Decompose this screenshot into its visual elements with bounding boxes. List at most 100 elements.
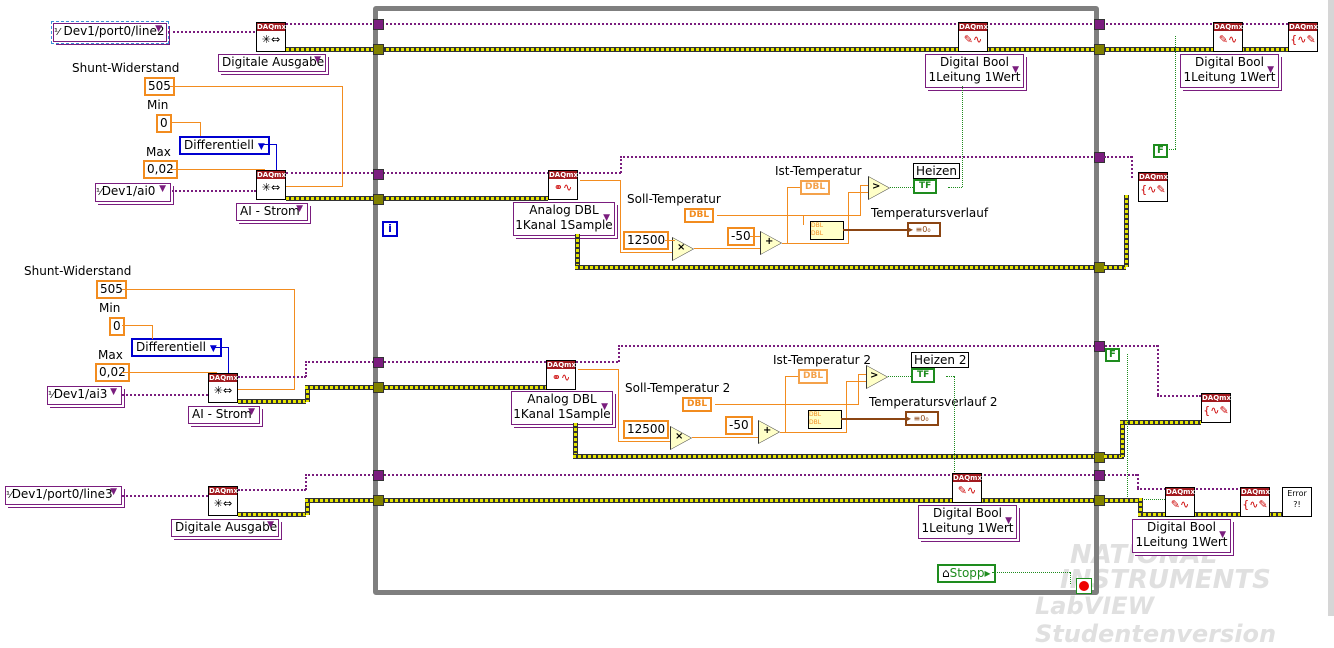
io-icon: ⅟ <box>96 187 102 198</box>
wire-dbl <box>618 369 619 441</box>
clear-task-icon: {∿✎ <box>1242 498 1268 511</box>
label-min-2: Min <box>99 301 121 315</box>
daqmx-write-1[interactable]: DAQmx✎∿ <box>958 22 988 52</box>
wire-dbl <box>717 215 860 216</box>
greater-than-node-2[interactable] <box>866 365 888 389</box>
chevron-down-icon[interactable]: ▼ <box>248 407 255 417</box>
chevron-down-icon[interactable]: ▼ <box>296 204 303 214</box>
poly-digitale-ausgabe-2[interactable]: Digitale Ausgabe▼ <box>171 519 279 537</box>
write-icon: ✎∿ <box>963 33 983 46</box>
chevron-down-icon[interactable]: ▼ <box>603 213 610 223</box>
daqmx-read-1[interactable]: DAQmx⚭∿ <box>548 170 578 200</box>
false-constant-2[interactable]: F <box>1105 348 1120 362</box>
chevron-down-icon[interactable]: ▼ <box>267 520 274 530</box>
wire-error <box>286 196 548 201</box>
channel-ai3-control[interactable]: ⅟Dev1/ai3▼ <box>47 386 122 405</box>
create-channel-icon: ✳⇔ <box>213 497 233 510</box>
min-constant-1[interactable]: 0 <box>156 114 172 133</box>
offset-constant-2[interactable]: -50 <box>725 416 753 435</box>
wire-dbl <box>170 122 200 123</box>
poly-ai-strom-2[interactable]: AI - Strom▼ <box>188 406 260 424</box>
daqmx-create-channel-1[interactable]: DAQmx✳⇔ <box>256 22 286 52</box>
shunt-constant-1[interactable]: 505 <box>144 77 175 96</box>
read-icon: ⚭∿ <box>551 371 571 384</box>
channel-ai0-control[interactable]: ⅟Dev1/ai0▼ <box>95 183 171 202</box>
chevron-down-icon[interactable]: ▼ <box>1005 516 1012 526</box>
terminal-config-enum-2[interactable]: Differentiell ▼ <box>131 338 222 357</box>
wire-dbl <box>122 325 152 326</box>
loop-condition-stop-icon[interactable] <box>1076 578 1092 594</box>
channel-line2-control[interactable]: ⅟ Dev1/port0/line2 ▼ <box>51 21 169 44</box>
chevron-down-icon[interactable]: ▼ <box>159 184 166 194</box>
poly-digitale-ausgabe-1[interactable]: Digitale Ausgabe▼ <box>218 54 326 72</box>
chevron-down-icon[interactable]: ▼ <box>110 387 117 397</box>
chevron-down-icon[interactable]: ▼ <box>1219 530 1226 540</box>
daqmx-create-channel-line3[interactable]: DAQmx✳⇔ <box>208 486 238 516</box>
wire-task <box>1137 488 1265 490</box>
chevron-down-icon[interactable]: ▼ <box>1012 65 1019 75</box>
chevron-down-icon[interactable]: ▼ <box>257 142 265 152</box>
wire-dbl <box>692 437 758 438</box>
wire-dbl <box>578 369 618 370</box>
soll-temperatur-2-control[interactable]: DBL <box>682 397 713 412</box>
wire-error <box>1104 454 1124 459</box>
wire-dbl <box>858 374 866 375</box>
wire-error <box>305 498 310 515</box>
daqmx-read-2[interactable]: DAQmx⚭∿ <box>546 360 576 390</box>
multiplier-constant-1[interactable]: 12500 <box>623 231 670 250</box>
chevron-down-icon[interactable]: ▼ <box>209 344 217 354</box>
wire-bool <box>992 572 1070 573</box>
io-icon: ⅟ <box>54 27 60 38</box>
daqmx-create-channel-ai0[interactable]: DAQmx✳⇔ <box>256 170 286 200</box>
daqmx-create-channel-ai3[interactable]: DAQmx✳⇔ <box>208 373 238 403</box>
chevron-down-icon[interactable]: ▼ <box>1267 65 1274 75</box>
simple-error-handler[interactable]: Error ?! <box>1282 487 1312 517</box>
false-constant-1[interactable]: F <box>1153 144 1168 158</box>
vertical-scrollbar[interactable] <box>1328 0 1334 616</box>
daqmx-clear-task-4[interactable]: DAQmx{∿✎ <box>1240 487 1270 517</box>
max-constant-2[interactable]: 0,02 <box>95 363 130 382</box>
while-loop[interactable] <box>373 6 1099 595</box>
greater-than-node-1[interactable] <box>868 176 890 200</box>
shunt-constant-2[interactable]: 505 <box>96 280 127 299</box>
add-node-2[interactable] <box>758 420 780 444</box>
daqmx-clear-task-2[interactable]: DAQmx{∿✎ <box>1138 172 1168 202</box>
wire-task <box>620 156 1096 158</box>
add-node-1[interactable] <box>760 231 782 255</box>
max-constant-1[interactable]: 0,02 <box>143 160 178 179</box>
daqmx-clear-task-3[interactable]: DAQmx{∿✎ <box>1201 393 1231 423</box>
tunnel <box>373 382 384 393</box>
create-channel-icon: ✳⇔ <box>261 181 281 194</box>
wire-dbl <box>846 381 847 433</box>
wire-dbl <box>803 215 804 225</box>
daqmx-write-3[interactable]: DAQmx✎∿ <box>952 473 982 503</box>
multiplier-constant-2[interactable]: 12500 <box>623 420 670 439</box>
wire-enum <box>276 144 277 170</box>
channel-line3-control[interactable]: ⅟Dev1/port0/line3▼ <box>5 486 122 505</box>
chevron-down-icon[interactable]: ▼ <box>155 24 162 34</box>
multiply-node-1[interactable] <box>672 237 694 261</box>
min-constant-2[interactable]: 0 <box>109 317 125 336</box>
chevron-down-icon[interactable]: ▼ <box>601 402 608 412</box>
create-channel-icon: ✳⇔ <box>213 384 233 397</box>
daqmx-write-2[interactable]: DAQmx✎∿ <box>1213 22 1243 52</box>
multiply-node-2[interactable] <box>670 426 692 450</box>
terminal-config-enum-1[interactable]: Differentiell ▼ <box>179 136 270 155</box>
stopp-control[interactable]: ⌂Stopp▸ <box>937 564 996 583</box>
ist-temperatur-2-indicator: DBL <box>798 369 829 384</box>
wire-bool <box>954 376 955 476</box>
poly-ai-strom-1[interactable]: AI - Strom▼ <box>236 203 308 221</box>
soll-temperatur-control[interactable]: DBL <box>684 208 715 223</box>
chevron-down-icon[interactable]: ▼ <box>110 487 117 497</box>
daqmx-write-4[interactable]: DAQmx✎∿ <box>1165 487 1195 517</box>
chevron-down-icon[interactable]: ▼ <box>314 55 321 65</box>
daqmx-clear-task-1[interactable]: DAQmx{∿✎ <box>1288 22 1318 52</box>
